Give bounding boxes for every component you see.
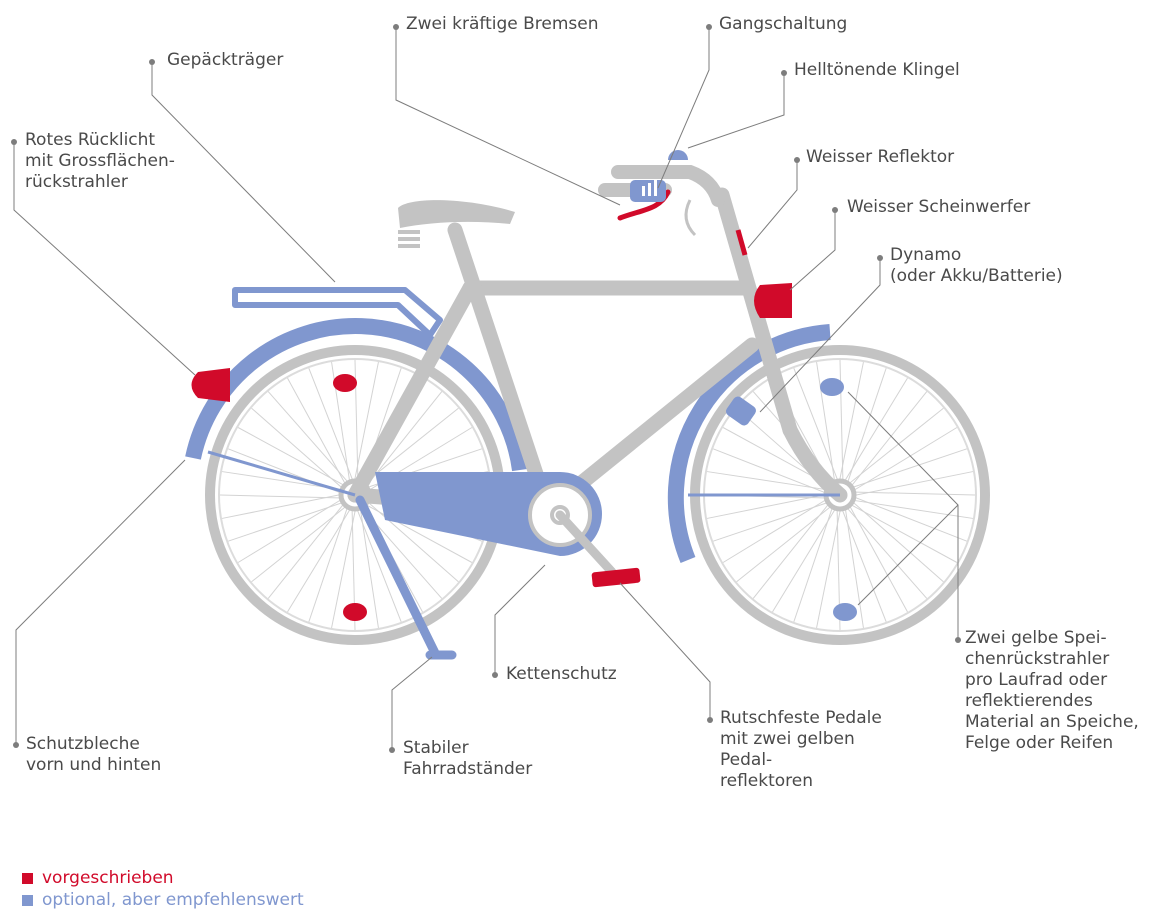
spoke [237,497,344,563]
label-zwei-kraeftige-bremsen: Zwei kräftige Bremsen [406,14,599,34]
spoke [364,391,443,489]
spoke [840,506,887,623]
spoke [287,506,353,613]
rear-rack [232,287,443,338]
legend-required-swatch [22,873,33,884]
spoke [851,495,968,542]
legend-optional-swatch [22,895,33,906]
spoke [850,499,944,583]
headlight [754,283,792,318]
spoke [267,501,346,599]
spoke [365,499,459,583]
spoke [839,359,844,484]
spoke [363,502,473,563]
spoke [353,361,379,484]
spoke [287,377,348,487]
front-spoke-reflector-top [820,378,844,396]
label-kettenschutz: Kettenschutz [506,664,617,684]
spoke [706,493,829,519]
spoke [849,448,968,489]
spoke [851,471,974,497]
gear-shifter [630,180,666,202]
spoke [850,499,974,519]
frame [347,187,848,518]
label-weisser-scheinwerfer: Weisser Scheinwerfer [847,197,1031,217]
saddle [398,200,515,248]
rear-spoke-reflector-bottom [343,603,367,621]
spoke [355,506,402,623]
legend-required-label: vorgeschrieben [42,868,174,888]
label-dynamo: Dynamo (oder Akku/Batterie) [890,245,1063,286]
spoke [308,504,349,623]
spoke [267,391,351,485]
front-spoke-reflector-bottom [833,603,857,621]
spoke [331,506,357,629]
rear-spoke-reflector-top [333,374,357,392]
spoke [842,377,908,484]
label-helltoenende-klingel: Helltönende Klingel [794,60,960,80]
spoke [251,407,345,491]
spoke [736,504,834,583]
spoke [844,505,864,629]
spoke [816,506,842,629]
spoke [851,491,976,496]
label-schutzbleche: Schutzbleche vorn und hinten [26,734,162,775]
rear-light [191,368,230,402]
label-weisser-reflektor: Weisser Reflektor [806,147,955,167]
dynamo [726,396,756,426]
label-stabiler-fahrradstaender: Stabiler Fahrradständer [403,738,533,779]
leader-lines [13,27,959,750]
spoke [706,471,830,491]
spoke [221,493,344,519]
label-gangschaltung: Gangschaltung [719,14,848,34]
spoke [849,391,928,489]
spoke [793,367,840,484]
spoke [851,427,958,493]
spoke [712,448,829,495]
spoke [752,501,831,599]
spoke [237,427,347,488]
spoke [219,494,344,499]
spoke [847,503,908,613]
spoke [251,504,349,583]
label-gepaecktraeger: Gepäckträger [167,50,284,70]
spoke [712,501,831,542]
legend-optional: optional, aber empfehlenswert [22,890,304,911]
spoke [838,361,864,484]
spoke [308,367,355,484]
spoke [844,505,928,599]
spoke [793,504,834,623]
label-speichenrueckstrahler: Zwei gelbe Spei- chenrückstrahler pro La… [965,628,1139,753]
legend-optional-label: optional, aber empfehlenswert [42,890,304,910]
spoke [848,502,958,563]
pedal [591,567,641,588]
white-reflector [735,229,748,256]
label-rotes-ruecklicht: Rotes Rücklicht mit Grossflächen- rückst… [25,130,175,192]
spoke [846,407,944,486]
spoke [846,367,887,486]
front-fender [667,324,831,564]
spoke [359,505,379,629]
spoke [816,361,836,485]
kickstand [355,495,441,660]
spoke [772,506,838,613]
spoke [722,497,829,563]
spoke [227,501,346,542]
leader-dots [11,24,961,753]
legend-required: vorgeschrieben [22,868,174,889]
label-rutschfeste-pedale: Rutschfeste Pedale mit zwei gelben Pedal… [720,708,882,791]
